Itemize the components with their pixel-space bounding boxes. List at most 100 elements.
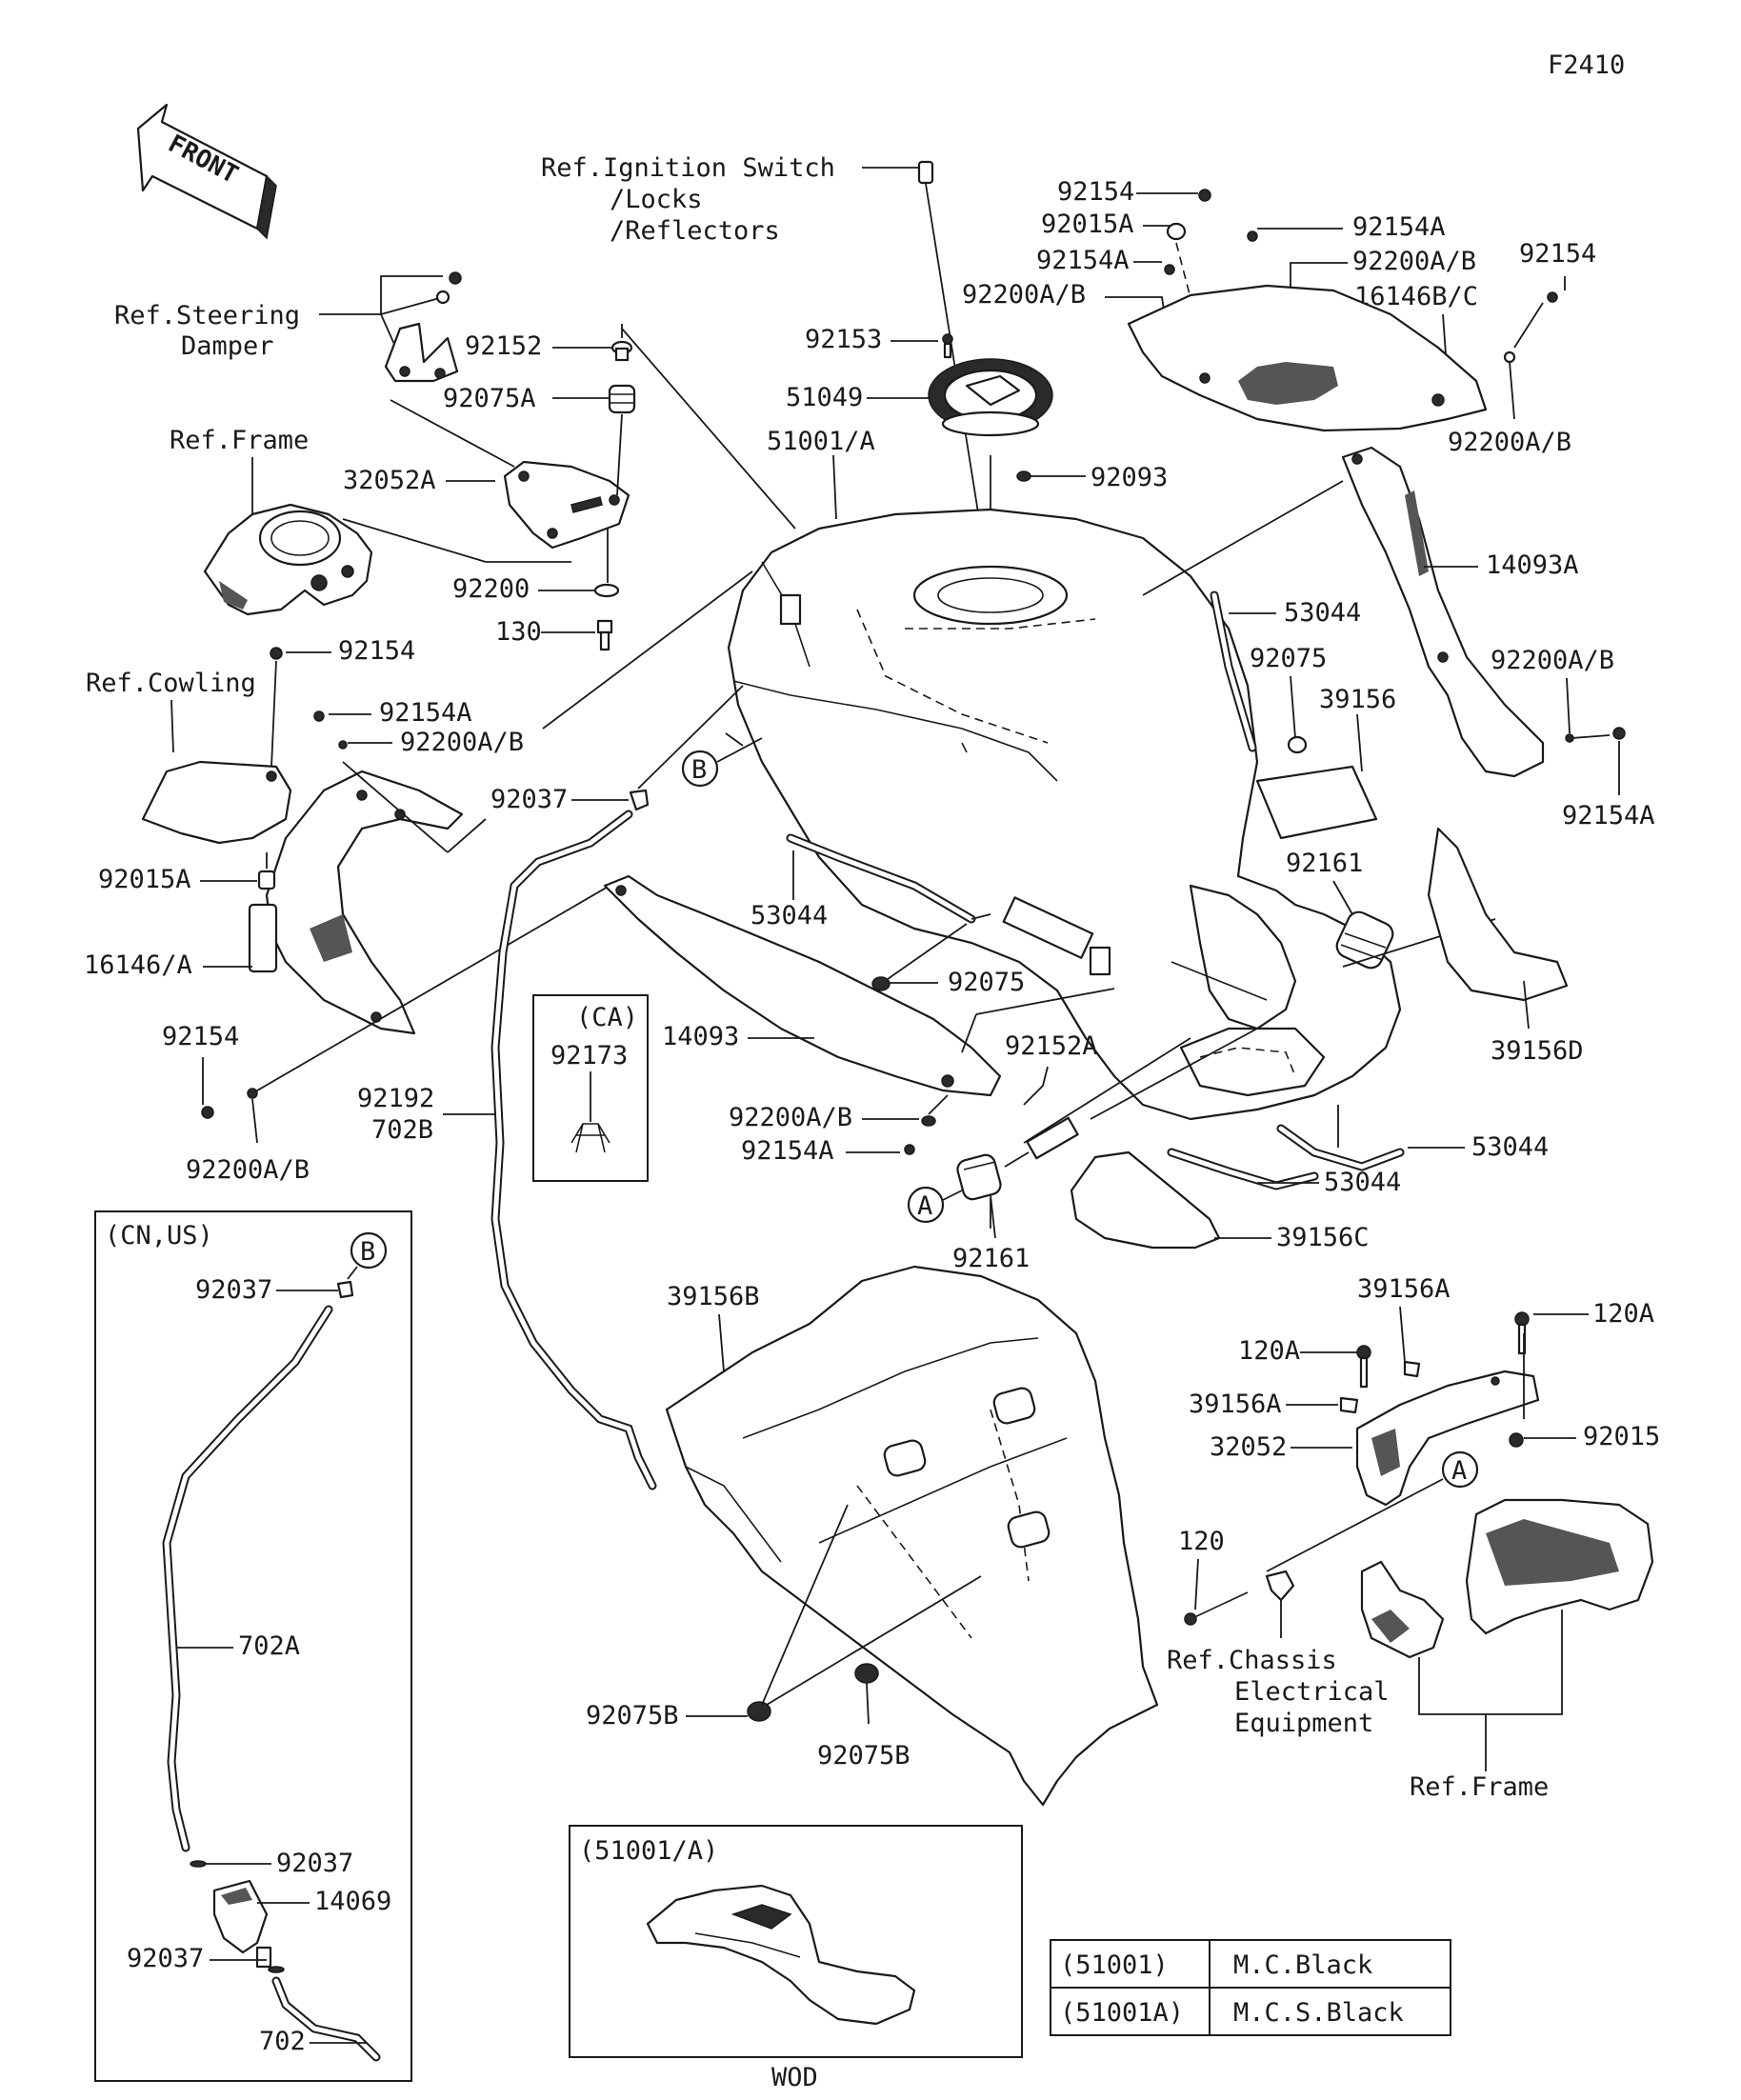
part-120: 120 [1178,1527,1225,1556]
damper-92161-b [956,1153,1002,1201]
part-92154-left: 92154 [338,636,415,666]
collar-92152A [1026,1116,1079,1160]
part-51001A: 51001/A [767,427,875,456]
part-39156A-l: 39156A [1189,1390,1282,1419]
part-92152: 92152 [465,331,542,361]
part-92154A-r: 92154A [1352,212,1446,242]
screw-92154-left [270,647,283,660]
ref-damper-label: Damper [181,331,274,361]
bolt-120 [1190,1591,1249,1620]
grommet-92075-mid [871,976,891,991]
color-table-code-0: (51001) [1060,1950,1169,1980]
part-92200AB-far: 92200A/B [1491,646,1614,675]
callout-a-lower-label: A [1451,1456,1467,1486]
ref-locks-label: /Locks [610,185,703,214]
part-32052A: 32052A [343,466,436,495]
bolt-92152 [610,340,633,362]
part-92200AB-r: 92200A/B [1352,247,1476,276]
part-92015A-left: 92015A [98,865,191,894]
part-92075B-l: 92075B [586,1701,679,1730]
nut-92015 [1509,1432,1524,1448]
part-32052: 32052 [1210,1432,1287,1462]
ref-cowling-panel [141,760,292,845]
wod-box [569,1825,1023,2058]
front-arrow-icon: FRONT [136,103,277,240]
screw-92154A-left [313,710,325,722]
part-92161-b: 92161 [952,1244,1030,1273]
color-table-color-1: M.C.S.Black [1233,1998,1404,2028]
part-16146A: 16146/A [84,950,192,980]
screw-92153 [942,333,953,359]
callout-b-cnus-label: B [360,1237,375,1267]
clip-39156A-top [1403,1360,1421,1378]
part-39156A-top: 39156A [1357,1274,1451,1304]
ref-frame-top-label: Ref.Frame [170,426,309,455]
callout-a-mid [907,1186,945,1224]
ref-chassis-label: Ref.Chassis [1167,1646,1337,1675]
callout-b-tank-label: B [691,755,707,785]
bolt-130 [596,619,613,651]
part-92200: 92200 [452,574,530,604]
ignition-bolt [917,160,934,185]
part-92075A: 92075A [443,384,536,413]
washer-92200AB-mid [921,1115,936,1127]
clip-92037-cnus-bot [268,1966,285,1973]
part-92093: 92093 [1091,463,1168,492]
part-16146BC: 16146B/C [1354,282,1478,311]
part-92015A-top: 92015A [1041,210,1134,239]
ref-reflectors-label: /Reflectors [610,216,780,246]
part-92200AB-left: 92200A/B [400,728,524,757]
ca-box [532,994,649,1182]
wod-box-title: (51001/A) [579,1836,718,1866]
ref-electrical-label: Electrical [1234,1677,1390,1707]
part-92015: 92015 [1583,1422,1660,1451]
nut-92015A-left [257,870,276,890]
cn-us-box [94,1210,412,2082]
screw-92154A-mid [904,1144,915,1155]
part-92154A-top: 92154A [1036,246,1130,275]
grommet-92075A [608,384,636,414]
cover-16146BC [1127,284,1488,432]
part-702A: 702A [238,1631,300,1661]
part-92154A-mid: 92154A [741,1136,834,1166]
ca-box-title: (CA) [576,1003,638,1032]
grommet-92075B-l [747,1701,771,1722]
callout-a-lower [1441,1450,1479,1489]
part-92200AB-top: 92200A/B [962,280,1086,310]
side-panel-14093A [1341,446,1545,778]
figure-code: F2410 [1548,50,1625,80]
grommet-92075B-r [854,1663,879,1684]
screw-92154A-far [1612,727,1626,740]
part-130: 130 [495,617,542,647]
stay [1002,896,1094,959]
frame-headstock [203,503,373,616]
part-92161-r: 92161 [1286,849,1363,878]
part-92037-cnus-bot: 92037 [127,1944,204,1973]
part-92154A-far: 92154A [1562,801,1655,830]
washer-92093 [1016,470,1031,482]
part-39156D: 39156D [1491,1036,1584,1066]
color-table-color-0: M.C.Black [1233,1950,1372,1980]
pad-39156 [1255,765,1378,840]
part-92200AB-low: 92200A/B [186,1155,310,1185]
ref-frame-bottom-label: Ref.Frame [1410,1772,1549,1802]
callout-b-cnus [350,1231,388,1270]
part-92192: 92192 [357,1084,434,1113]
filter-14069 [212,1879,272,1969]
screw-92154A-r [1247,230,1258,242]
part-92037-cnus-mid: 92037 [276,1849,353,1878]
damper-92161-r [1335,910,1394,970]
part-14069: 14069 [314,1887,391,1916]
part-120A-l: 120A [1238,1336,1300,1366]
part-53044-b: 53044 [1324,1168,1401,1197]
part-92037: 92037 [490,785,568,814]
part-92173: 92173 [550,1041,628,1070]
pad-39156D [1427,827,1569,1002]
part-39156C: 39156C [1276,1223,1370,1252]
clip-92037-cnus-mid [190,1860,207,1868]
part-702: 702 [259,2027,306,2056]
washer-92200AB-left [338,740,348,750]
hose-702A [162,1305,333,1852]
part-14093A: 14093A [1486,550,1579,580]
